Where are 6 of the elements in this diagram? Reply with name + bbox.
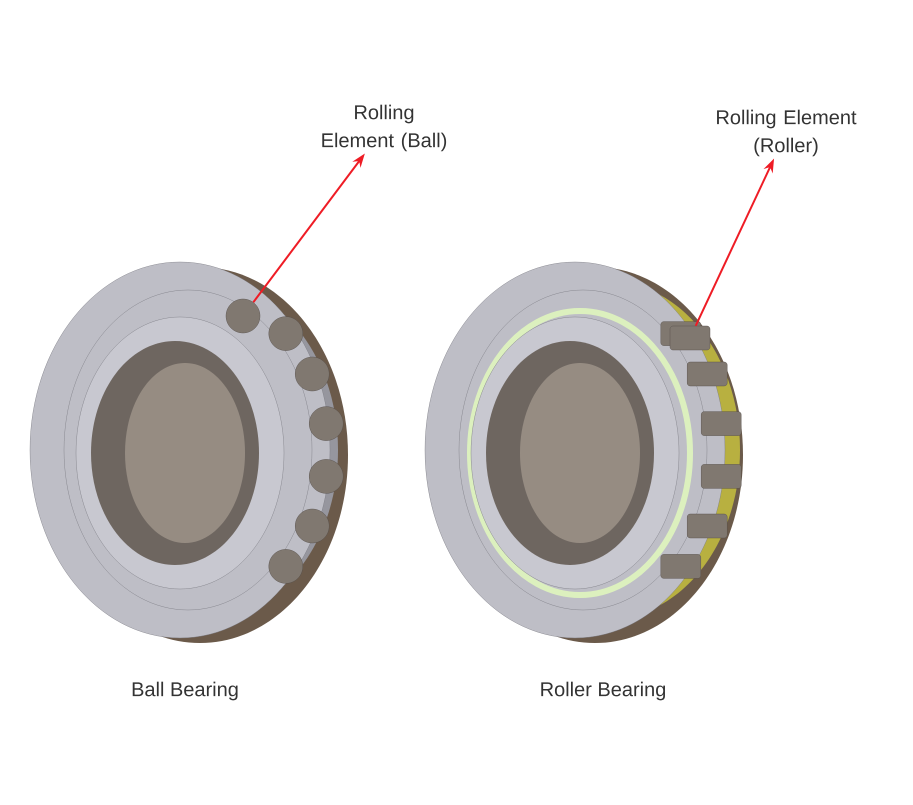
callout-label: Rolling Element (Roller) [717, 110, 856, 156]
caption: Roller Bearing [541, 682, 666, 700]
caption: Ball Bearing [132, 682, 238, 700]
roller [670, 326, 710, 350]
callout-label: Rolling Element (Ball) [322, 104, 446, 152]
ball [226, 298, 260, 334]
